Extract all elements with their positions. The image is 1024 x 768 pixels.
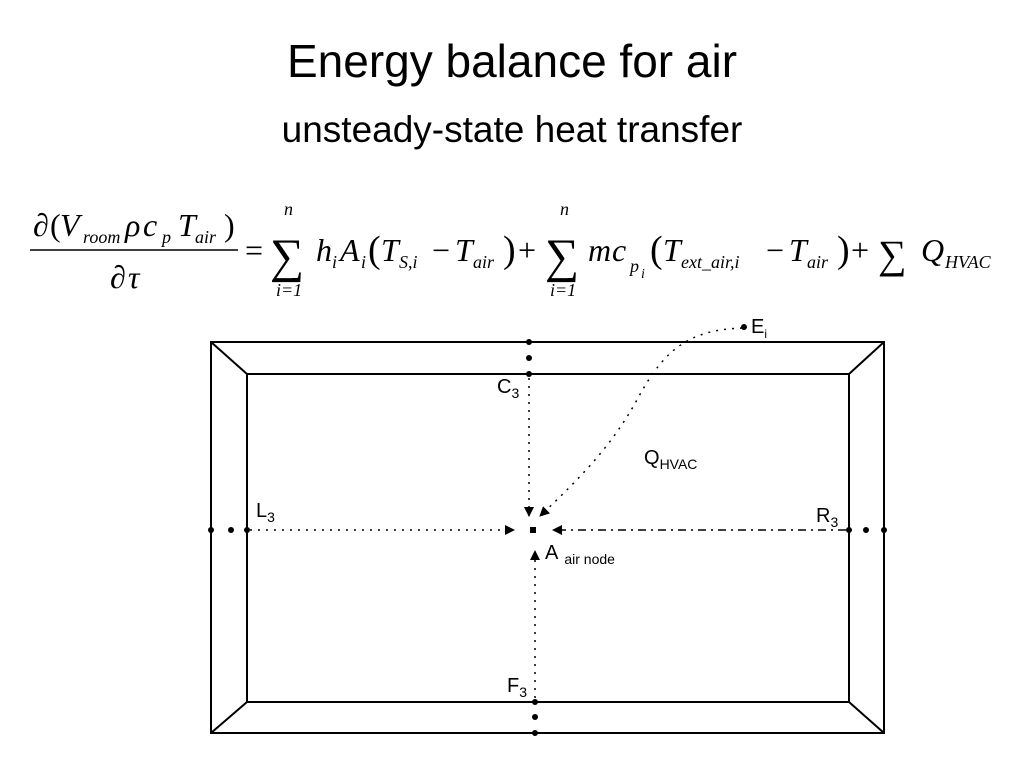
eq-plus1: + xyxy=(518,232,536,268)
eq-ext-air-i-sub: ext_air,i xyxy=(681,252,740,272)
eq-sum2: ∑ xyxy=(545,230,579,283)
eq-partial-denominator: ∂ xyxy=(110,259,126,295)
eq-numer-open-paren: ( xyxy=(50,207,61,243)
corner-top-right xyxy=(848,341,885,375)
eq-h: h xyxy=(316,232,332,268)
eq-minus2: − xyxy=(766,232,784,268)
eq-plus2: + xyxy=(851,232,869,268)
eq-paren2-open: ( xyxy=(650,229,663,271)
eq-p-sub-numer: p xyxy=(160,227,171,247)
eq-sum1: ∑ xyxy=(270,230,304,283)
floor-node-dots xyxy=(532,699,538,736)
eq-equals: = xyxy=(245,232,263,268)
room-inner-wall xyxy=(246,373,850,703)
eq-paren1-close: ) xyxy=(503,229,516,271)
corner-bottom-left xyxy=(210,701,248,734)
eq-p-sub-i: i xyxy=(641,267,645,282)
eq-V: V xyxy=(60,207,83,243)
eq-sum1-lower: i=1 xyxy=(276,280,302,300)
eq-sum3: ∑ xyxy=(878,232,907,277)
eq-Q: Q xyxy=(921,232,944,268)
energy-balance-equation: ∂ ( V room ρ c p T air ) ∂ τ = n ∑ i=1 h… xyxy=(30,199,992,300)
eq-paren2-close: ) xyxy=(837,229,850,271)
eq-T-air1: T xyxy=(455,232,475,268)
eq-T-S: T xyxy=(381,232,401,268)
right-wall-node-dots xyxy=(846,527,887,533)
slide-title: Energy balance for air xyxy=(286,35,738,87)
slide-subtitle: unsteady-state heat transfer xyxy=(281,109,743,150)
label-F3: F3 xyxy=(507,675,527,700)
eq-numer-close-paren: ) xyxy=(224,207,235,243)
eq-T-air2: T xyxy=(789,232,809,268)
eq-c2: c xyxy=(612,232,626,268)
eq-sum1-upper: n xyxy=(284,199,293,219)
label-Q-HVAC: QHVAC xyxy=(644,447,697,472)
label-L3: L3 xyxy=(256,500,275,525)
eq-S-i-sub: S,i xyxy=(399,252,418,272)
eq-A: A xyxy=(338,232,360,268)
corner-bottom-right xyxy=(848,701,885,734)
label-R3: R3 xyxy=(816,505,838,530)
room-outer-wall xyxy=(210,341,885,734)
eq-minus1: − xyxy=(432,232,450,268)
eq-air-sub2: air xyxy=(807,252,829,272)
label-C3: C3 xyxy=(497,376,519,401)
eq-c-numer: c xyxy=(143,207,157,243)
room-diagram xyxy=(208,324,887,736)
eq-hvac-sub: HVAC xyxy=(944,252,992,272)
eq-sum2-upper: n xyxy=(560,199,569,219)
label-E: Ei xyxy=(751,316,767,341)
eq-paren1-open: ( xyxy=(368,229,381,271)
eq-A-sub-i: i xyxy=(361,252,366,272)
eq-air-sub1: air xyxy=(473,252,495,272)
air-node-marker xyxy=(530,527,536,533)
eq-tau: τ xyxy=(128,259,141,295)
eq-h-sub-i: i xyxy=(332,252,337,272)
eq-p-sub2: p xyxy=(628,256,639,276)
hvac-source-dot xyxy=(741,324,747,330)
corner-top-left xyxy=(210,341,248,375)
left-wall-node-dots xyxy=(208,527,250,533)
eq-air-sub-numer: air xyxy=(195,227,217,247)
ceiling-node-dots xyxy=(526,339,532,377)
eq-T-ext: T xyxy=(663,232,683,268)
eq-room-sub: room xyxy=(83,227,120,247)
eq-m: m xyxy=(588,232,611,268)
eq-rho: ρ xyxy=(124,207,140,243)
arrow-hvac-to-air xyxy=(539,327,743,517)
eq-T-numer: T xyxy=(178,207,198,243)
eq-partial-numerator: ∂ xyxy=(33,207,49,243)
eq-sum2-lower: i=1 xyxy=(550,280,576,300)
